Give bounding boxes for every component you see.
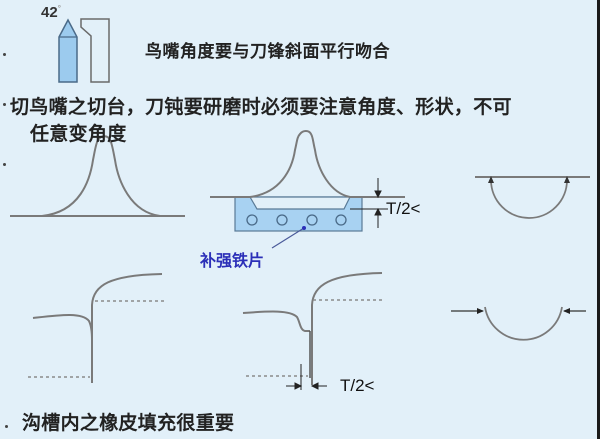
blade-angle-label: 42° — [41, 4, 61, 21]
beak-profile-plain — [10, 135, 185, 217]
reinforcement-plate-label: 补强铁片 — [200, 251, 265, 270]
dimension-label-top: T/2< — [386, 199, 421, 218]
dimension-label-bottom: T/2< — [340, 376, 375, 395]
edge-profile-plain — [28, 273, 165, 383]
bullet — [5, 425, 8, 428]
beak-angle-caption: 鸟嘴角度要与刀锋斜面平行吻合 — [145, 42, 390, 62]
instruction-line-2: 任意变角度 — [30, 123, 127, 145]
die-outline-icon — [80, 18, 110, 83]
blade-angle-value: 42 — [41, 4, 58, 21]
frame-border — [597, 0, 600, 439]
bullet — [3, 103, 6, 106]
bullet — [3, 163, 6, 166]
beak-profile-reinforced — [210, 130, 405, 249]
blade-icon — [58, 18, 78, 83]
bullet — [3, 53, 6, 56]
groove-cross-section-top — [475, 176, 590, 219]
edge-profile-notched — [242, 272, 385, 390]
instruction-line-1: 切鸟嘴之切台，刀钝要研磨时必须要注意角度、形状，不可 — [10, 96, 512, 118]
degree-symbol: ° — [57, 4, 61, 13]
bottom-note: 沟槽内之橡皮填充很重要 — [22, 412, 235, 434]
groove-cross-section-bottom — [451, 306, 586, 341]
